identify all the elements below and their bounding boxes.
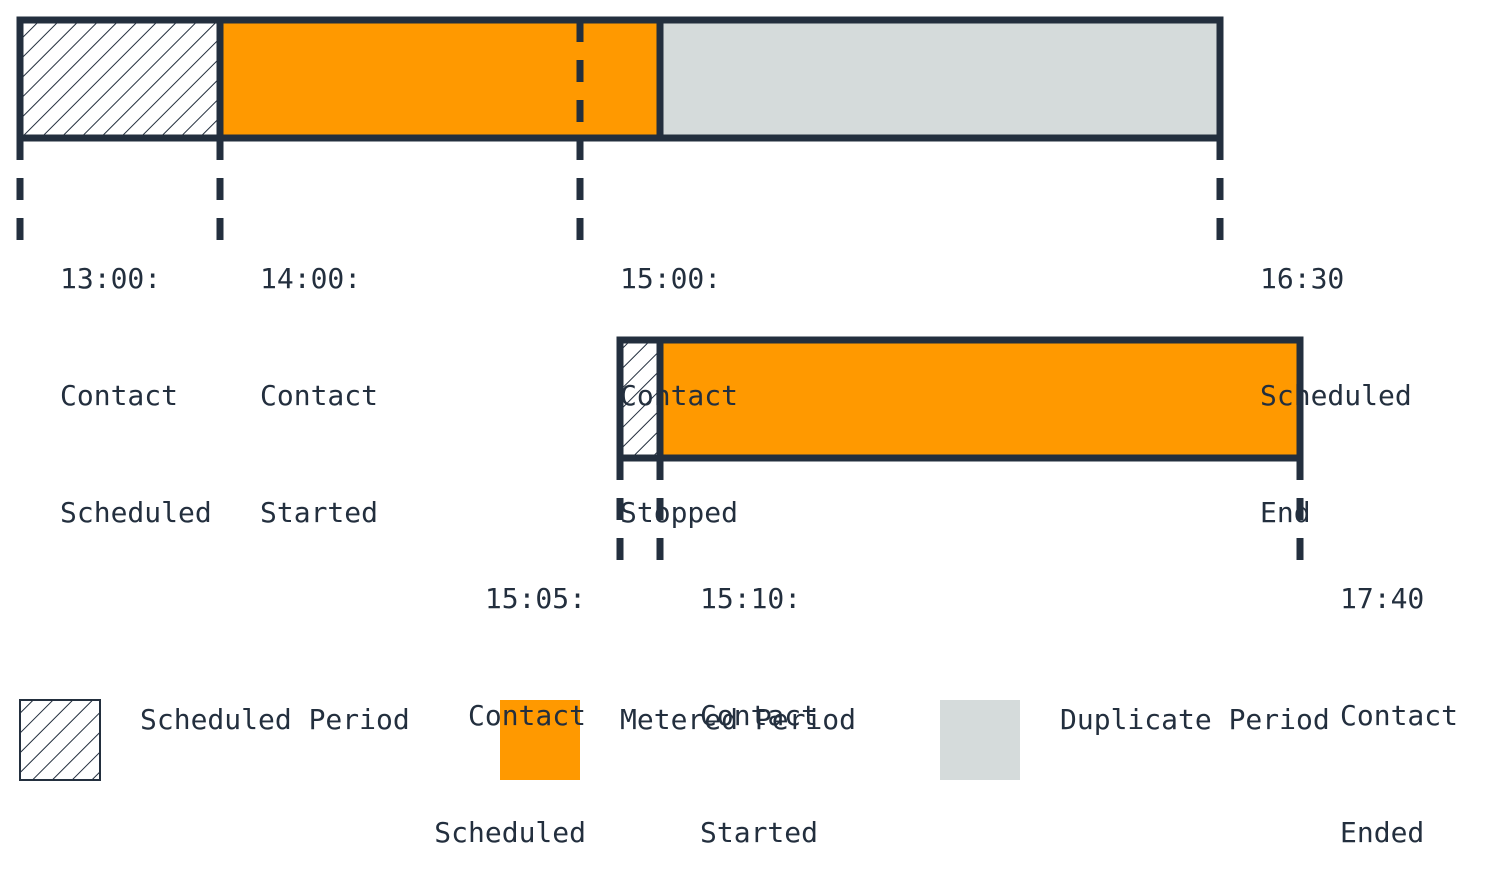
marker-label-15-00: 15:00: Contact Stopped bbox=[620, 262, 739, 529]
legend-swatch-metered bbox=[500, 700, 580, 780]
metered-period-segment-1 bbox=[220, 20, 660, 138]
marker-label-15-10: 15:10: Contact Started bbox=[700, 582, 819, 849]
legend-label-scheduled: Scheduled Period bbox=[140, 703, 410, 736]
marker-label-15-05: 15:05: Contact Scheduled bbox=[434, 582, 586, 849]
metered-period-segment-2 bbox=[660, 340, 1300, 458]
marker-label-13-00: 13:00: Contact Scheduled bbox=[60, 262, 212, 529]
legend-label-metered: Metered Period bbox=[620, 703, 857, 736]
timeline-2-outline bbox=[616, 336, 1304, 462]
marker-label-17-40: 17:40 Contact Ended bbox=[1340, 582, 1459, 849]
duplicate-period-segment-1 bbox=[660, 20, 1220, 138]
legend bbox=[19, 699, 1020, 781]
timeline-2 bbox=[616, 336, 1304, 564]
legend-swatch-scheduled bbox=[19, 699, 101, 781]
legend-label-duplicate: Duplicate Period bbox=[1060, 703, 1330, 736]
timeline-1-outline bbox=[16, 16, 1224, 142]
marker-label-16-30: 16:30 Scheduled End bbox=[1260, 262, 1412, 529]
billing-timeline-diagram bbox=[16, 16, 1304, 781]
marker-label-14-00: 14:00: Contact Started bbox=[260, 262, 379, 529]
scheduled-period-segment-1 bbox=[20, 20, 220, 138]
legend-swatch-duplicate bbox=[940, 700, 1020, 780]
scheduled-period-segment-2 bbox=[620, 340, 660, 458]
timeline-1 bbox=[16, 16, 1224, 244]
